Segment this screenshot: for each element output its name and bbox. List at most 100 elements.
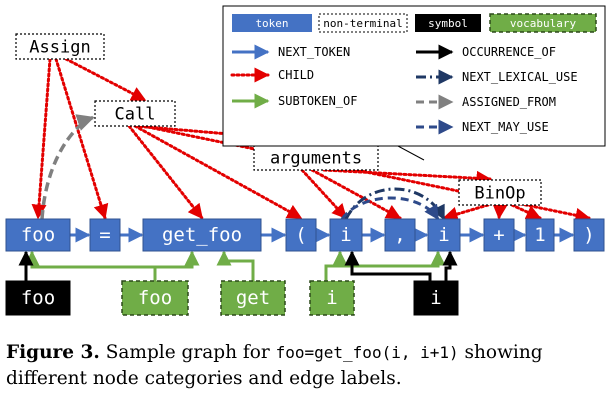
subtoken-of-edge: [24, 250, 157, 281]
token-box: [89, 218, 121, 252]
nonterminal-node-n_binop: BinOp: [458, 179, 542, 206]
legend-swatch: [318, 13, 408, 33]
next-may-use-edge: [340, 196, 440, 221]
subtoken-of-edge: [324, 250, 446, 281]
legend-node-label: token: [255, 17, 288, 30]
nonterminal-box: [458, 179, 542, 206]
caption-code: foo=get_foo(i, i+1): [275, 343, 459, 362]
legend-edge-next_may_use: NEXT_MAY_USE: [416, 119, 549, 135]
token-box: [142, 218, 262, 252]
legend-edge-occurrence_of: OCCURRENCE_OF: [416, 44, 556, 60]
child-edge: [64, 57, 147, 102]
token-label: get_foo: [162, 224, 242, 246]
legend: token non-terminal symbol vocabularyNEXT_TO…: [222, 5, 606, 161]
nonterminal-node-n_args: arguments: [253, 144, 379, 171]
caption-text-after: showing different node categories and ed…: [6, 342, 543, 389]
legend-edge-label: CHILD: [278, 68, 314, 82]
legend-swatch: [232, 14, 312, 32]
child-edge: [510, 203, 542, 220]
symbol-node-s_foo: foo: [5, 280, 71, 316]
child-edge: [54, 57, 109, 220]
vocabulary-node-v_foo: foo: [121, 280, 189, 316]
symbol-label: foo: [21, 287, 55, 309]
token-label: (: [295, 224, 306, 246]
token-node-t_foo: foo: [5, 218, 71, 252]
token-box: [5, 218, 71, 252]
legend-swatch: [415, 14, 481, 32]
token-label: i: [340, 224, 351, 246]
caption-label: Figure 3.: [6, 342, 100, 363]
legend-edge-subtoken_of: SUBTOKEN_OF: [232, 93, 357, 109]
caption-text-before: Sample graph for: [99, 342, 276, 363]
symbol-node-s_i: i: [413, 280, 459, 316]
token-node-t_lp: (: [285, 218, 317, 252]
subtoken-of-edge: [216, 250, 255, 281]
vocabulary-node-v_get: get: [220, 280, 286, 316]
vocabulary-box: [220, 280, 286, 316]
subtoken-of-edge: [153, 250, 200, 281]
child-edge: [127, 124, 204, 220]
token-node-t_rp: ): [573, 218, 605, 252]
legend-edge-assigned_from: ASSIGNED_FROM: [416, 94, 556, 110]
token-label: i: [438, 224, 449, 246]
legend-node-symbol: symbol: [415, 14, 481, 32]
legend-edge-label: OCCURRENCE_OF: [462, 45, 556, 59]
token-node-t_i1: i: [329, 218, 363, 252]
token-box: [427, 218, 461, 252]
nonterminal-label: Assign: [29, 38, 90, 58]
nonterminal-label: arguments: [270, 149, 362, 169]
token-box: [573, 218, 605, 252]
child-edge: [442, 203, 490, 222]
legend-node-label: vocabulary: [510, 17, 577, 30]
occurrence-of-edge: [344, 250, 432, 281]
token-node-t_get_foo: get_foo: [142, 218, 262, 252]
legend-edge-label: SUBTOKEN_OF: [278, 94, 357, 108]
nonterminal-label: BinOp: [474, 184, 525, 204]
nonterminal-node-n_assign: Assign: [15, 33, 105, 60]
child-edge: [492, 203, 508, 220]
token-node-t_comma: ,: [384, 218, 416, 252]
occurrence-of-edge: [442, 250, 458, 281]
legend-node-vocabulary: vocabulary: [489, 13, 597, 33]
legend-edge-label: NEXT_MAY_USE: [462, 120, 549, 134]
vocabulary-label: i: [326, 287, 337, 309]
child-edge: [133, 124, 303, 220]
legend-node-nonterminal: non-terminal: [318, 13, 408, 33]
legend-edge-child: CHILD: [230, 67, 314, 83]
legend-swatch: [489, 13, 597, 33]
token-box: [525, 218, 555, 252]
vocabulary-node-v_i: i: [309, 280, 355, 316]
symbol-box: [5, 280, 71, 316]
token-node-t_eq: =: [89, 218, 121, 252]
symbol-box: [413, 280, 459, 316]
legend-edge-next_token: NEXT_TOKEN: [232, 44, 350, 60]
vocabulary-label: foo: [138, 287, 172, 309]
token-box: [483, 218, 515, 252]
nonterminal-box: [94, 100, 176, 127]
nonterminal-label: Call: [115, 105, 156, 125]
nonterminal-box: [15, 33, 105, 60]
token-node-t_i2: i: [427, 218, 461, 252]
assigned-from-edge: [40, 114, 95, 220]
child-edge: [31, 57, 52, 220]
vocabulary-box: [309, 280, 355, 316]
legend-edge-label: NEXT_TOKEN: [278, 45, 350, 59]
legend-node-token: token: [232, 14, 312, 32]
token-node-t_plus: +: [483, 218, 515, 252]
symbol-label: i: [430, 287, 441, 309]
legend-node-label: non-terminal: [323, 17, 402, 30]
legend-node-label: symbol: [428, 17, 468, 30]
token-label: foo: [21, 224, 55, 246]
token-box: [384, 218, 416, 252]
token-label: 1: [534, 224, 545, 246]
child-edge: [300, 168, 348, 220]
token-label: ): [583, 224, 594, 246]
vocabulary-box: [121, 280, 189, 316]
token-label: +: [493, 224, 504, 246]
token-box: [329, 218, 363, 252]
token-node-t_one: 1: [525, 218, 555, 252]
child-edge: [322, 168, 492, 186]
legend-edge-next_lexical_use: NEXT_LEXICAL_USE: [416, 69, 578, 85]
